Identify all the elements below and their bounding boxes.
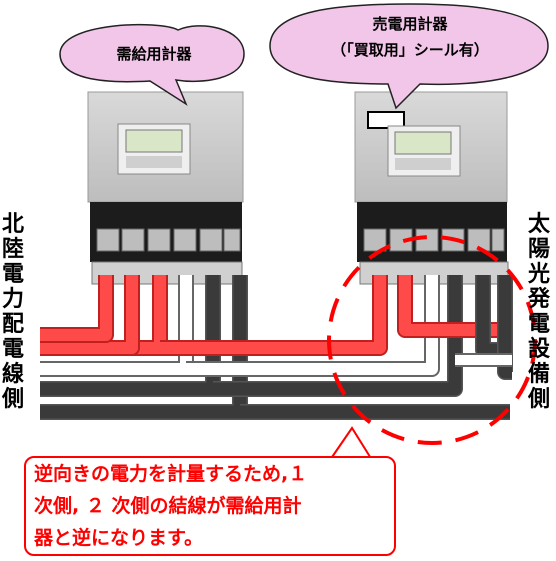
left-side-char: 配 [1, 312, 24, 337]
right-side-label: 太 陽 光 発 電 設 備 側 [526, 212, 552, 412]
left-side-char: 側 [1, 387, 24, 412]
left-side-char: 線 [1, 362, 24, 387]
right-side-char: 備 [527, 362, 550, 387]
wires [40, 275, 513, 420]
highlight-circle [327, 235, 537, 445]
left-side-char: 北 [1, 212, 24, 237]
note-callout: 逆向きの電力を計量するため,１ 次側, ２ 次側の結線が需給用計 器と逆になりま… [24, 456, 396, 556]
right-meter-callout [269, 3, 549, 110]
left-meter-label: 需給用計器 [116, 45, 192, 63]
left-side-char: 力 [1, 287, 24, 312]
right-side-char: 発 [527, 287, 550, 312]
right-side-char: 光 [527, 262, 550, 287]
right-side-char: 設 [527, 337, 550, 362]
note-line-2: 次側, ２ 次側の結線が需給用計 [34, 495, 302, 517]
right-side-char: 側 [527, 387, 550, 412]
left-side-char: 電 [1, 337, 24, 362]
right-meter [354, 91, 508, 262]
left-side-char: 電 [1, 262, 24, 287]
left-side-char: 陸 [1, 237, 24, 262]
left-meter-callout [59, 23, 245, 106]
right-meter-label-line2: （「買取用」シール有） [331, 41, 489, 59]
left-meter [87, 91, 244, 262]
left-side-label: 北 陸 電 力 配 電 線 側 [0, 212, 26, 412]
right-side-char: 電 [527, 312, 550, 337]
right-side-char: 陽 [527, 237, 550, 262]
right-side-char: 太 [527, 212, 550, 237]
note-line-1: 逆向きの電力を計量するため,１ [34, 463, 308, 485]
note-line-3: 器と逆になります。 [34, 527, 204, 549]
right-meter-label-line1: 売電用計器 [372, 15, 448, 33]
